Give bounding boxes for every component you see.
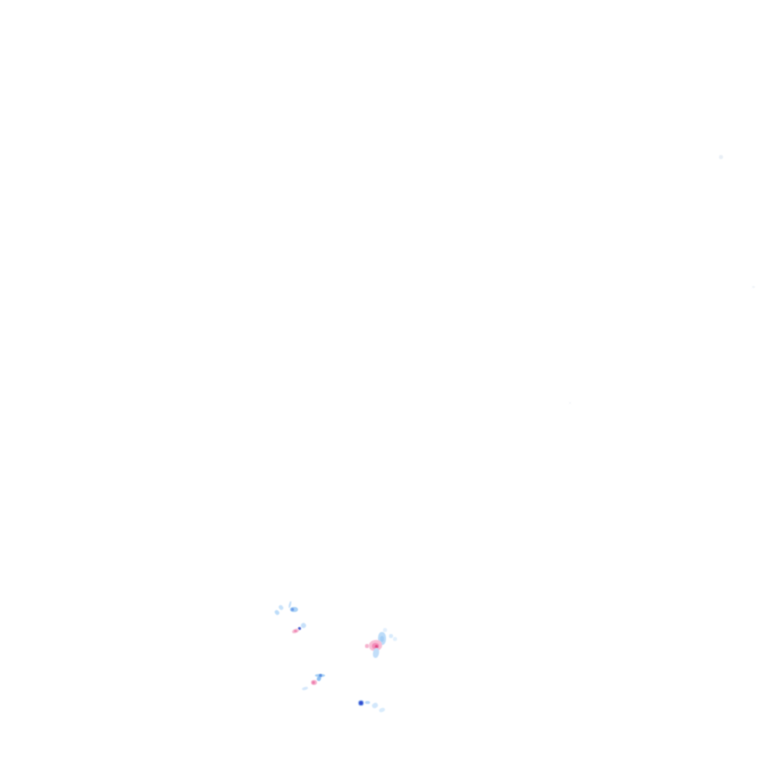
speck-a1-dash-lower (273, 609, 281, 616)
speck-b-navy (298, 627, 301, 630)
speck-c-blue-bottom (372, 647, 380, 659)
speck-c-dot-right-1 (389, 634, 393, 638)
speck-d-arrow-stem (316, 675, 322, 682)
speck-e-navy-halo (358, 700, 364, 706)
speck-c-blue-top (378, 632, 386, 645)
speck-c-faint-upper (383, 628, 387, 632)
speck-a2-core (291, 608, 294, 611)
speck-e-dash-1 (365, 701, 370, 704)
speck-a1-dash-upper (277, 604, 285, 611)
speck-a2-stem (288, 600, 292, 609)
speck-c-pink-core (372, 643, 379, 649)
speck-d-pink (311, 680, 317, 685)
speck-d-pink-core (312, 681, 315, 684)
speck-b-blue-tail (299, 621, 308, 630)
speck-c-red-dot (375, 645, 378, 648)
speck-d-arrow-core (319, 674, 322, 677)
speck-stray-middle (569, 402, 571, 404)
speck-stray-right (752, 286, 755, 288)
speck-stray-top-right (719, 155, 723, 159)
speck-d-dash (301, 686, 309, 691)
speck-b-pink (291, 627, 300, 635)
speck-e-dash-2 (371, 701, 379, 710)
speck-c-blue-top-core (380, 636, 384, 642)
speck-c-dot-right-2 (393, 637, 397, 641)
speck-a2-blob (290, 607, 298, 612)
speck-d-arrow-bar (315, 674, 325, 677)
speck-c-pink-left (365, 644, 369, 648)
speck-e-dash-3 (378, 707, 386, 713)
speck-e-navy-core (359, 701, 363, 705)
speck-b-pink-core (294, 630, 297, 632)
speck-c-pink-main (368, 638, 383, 653)
